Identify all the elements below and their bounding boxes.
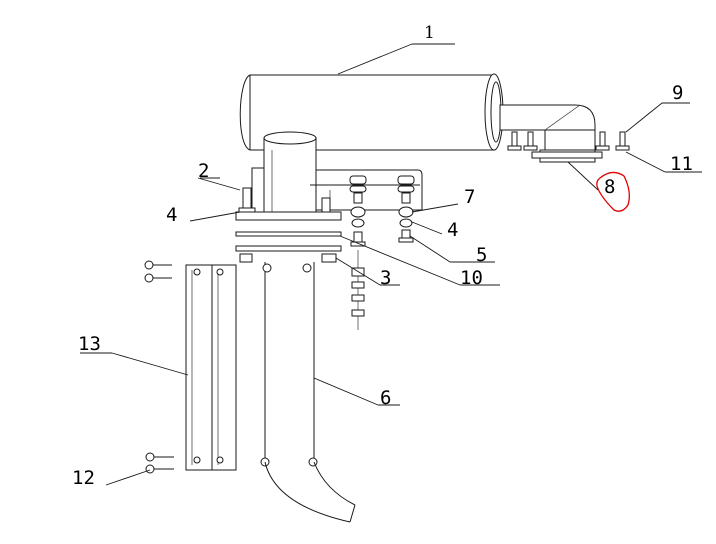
callout-5: 5 (476, 244, 487, 266)
callout-3: 3 (380, 267, 391, 289)
hardware-stack-right (397, 175, 415, 243)
callout-9: 9 (672, 82, 683, 104)
elbow-outlet-part-8 (499, 104, 603, 163)
nuts-part-3 (239, 253, 337, 263)
leader-lines (80, 43, 702, 486)
callout-8: 8 (604, 176, 615, 198)
callout-2: 2 (198, 160, 209, 182)
inlet-stub (263, 131, 317, 219)
base-flange (235, 197, 342, 252)
exhaust-pipe-part-6 (260, 262, 356, 523)
callout-1: 1 (424, 23, 435, 43)
callout-11: 11 (670, 153, 693, 175)
callout-10: 10 (460, 267, 483, 289)
clamp-bolts-part-12 (145, 452, 174, 474)
callout-13: 13 (78, 333, 101, 355)
clamp-bracket-part-13 (185, 264, 237, 471)
callout-4-right: 4 (447, 219, 458, 241)
callout-12: 12 (72, 467, 95, 489)
callout-4-left: 4 (166, 204, 177, 226)
highlight-mark (596, 171, 630, 212)
callout-7: 7 (464, 186, 475, 208)
bolt-part-2 (238, 187, 256, 214)
clamp-bolts-top (144, 260, 172, 283)
callout-6: 6 (380, 387, 391, 409)
outlet-bolts-part-9 (507, 131, 630, 151)
callout-labels: 1 2 3 4 4 5 6 7 8 9 10 11 12 13 (72, 23, 693, 489)
hardware-stack-left (349, 175, 367, 330)
